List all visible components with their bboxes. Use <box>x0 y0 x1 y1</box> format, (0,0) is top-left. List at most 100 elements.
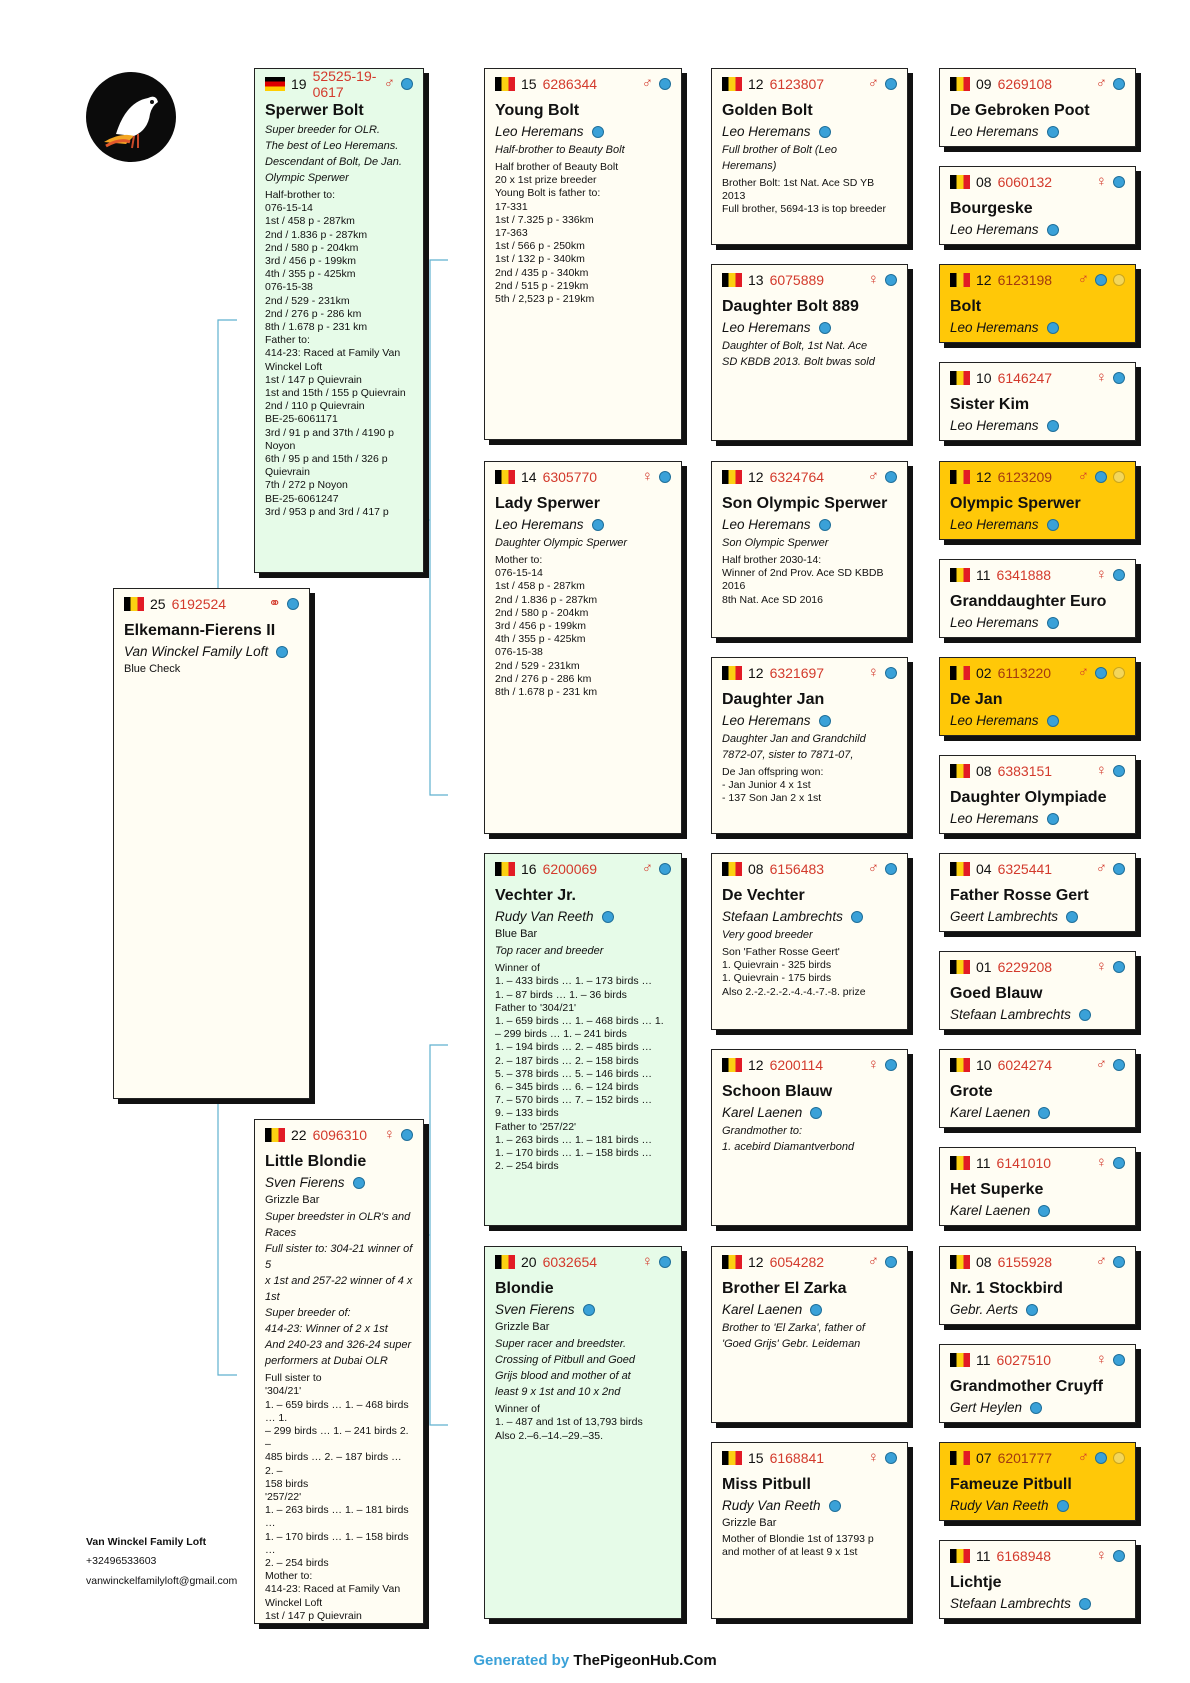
breeder-link-icon[interactable] <box>276 646 289 659</box>
breeder-name[interactable]: Leo Heremans <box>950 713 1039 728</box>
ring-number[interactable]: 6286344 <box>542 76 598 92</box>
ring-number[interactable]: 6054282 <box>769 1254 825 1270</box>
breeder-name[interactable]: Karel Laenen <box>722 1302 803 1317</box>
breeder-name[interactable]: Leo Heremans <box>722 713 811 728</box>
ring-number[interactable]: 6027510 <box>996 1352 1052 1368</box>
breeder-link-icon[interactable] <box>352 1177 365 1190</box>
footer-site-link[interactable]: ThePigeonHub.Com <box>573 1652 717 1669</box>
ring-number[interactable]: 6305770 <box>542 469 598 485</box>
ring-number[interactable]: 6341888 <box>996 567 1052 583</box>
breeder-link-icon[interactable] <box>1046 322 1059 335</box>
ring-number[interactable]: 52525-19-0617 <box>312 68 377 100</box>
ring-number[interactable]: 6383151 <box>997 763 1053 779</box>
pigeon-link-icon[interactable] <box>1095 471 1107 483</box>
breeder-link-icon[interactable] <box>1038 1107 1051 1120</box>
pigeon-link-icon[interactable] <box>1113 863 1125 875</box>
ring-number[interactable]: 6201777 <box>997 1450 1053 1466</box>
ring-number[interactable]: 6168841 <box>769 1450 825 1466</box>
pigeon-link-icon[interactable] <box>1095 274 1107 286</box>
breeder-link-icon[interactable] <box>1046 617 1059 630</box>
ring-number[interactable]: 6113220 <box>997 665 1052 681</box>
breeder-link-icon[interactable] <box>1046 715 1059 728</box>
pigeon-link-icon[interactable] <box>885 274 897 286</box>
breeder-link-icon[interactable] <box>1046 126 1059 139</box>
contact-phone[interactable]: +32496533603 <box>86 1555 157 1567</box>
pigeon-link-icon[interactable] <box>1095 1452 1107 1464</box>
ring-number[interactable]: 6321697 <box>769 665 825 681</box>
breeder-name[interactable]: Sven Fierens <box>495 1302 575 1317</box>
breeder-name[interactable]: Leo Heremans <box>950 320 1039 335</box>
breeder-link-icon[interactable] <box>810 1107 823 1120</box>
breeder-name[interactable]: Rudy Van Reeth <box>950 1498 1049 1513</box>
ring-number[interactable]: 6324764 <box>769 469 825 485</box>
breeder-name[interactable]: Leo Heremans <box>950 222 1039 237</box>
pigeon-link-icon[interactable] <box>1113 372 1125 384</box>
ring-number[interactable]: 6325441 <box>997 861 1053 877</box>
ring-number[interactable]: 6229208 <box>997 959 1053 975</box>
breeder-name[interactable]: Van Winckel Family Loft <box>124 644 269 659</box>
pigeon-link-icon[interactable] <box>659 863 671 875</box>
breeder-link-icon[interactable] <box>850 911 863 924</box>
breeder-name[interactable]: Leo Heremans <box>950 517 1039 532</box>
breeder-name[interactable]: Gebr. Aerts <box>950 1302 1019 1317</box>
breeder-name[interactable]: Gert Heylen <box>950 1400 1023 1415</box>
pigeon-link-icon[interactable] <box>401 78 413 90</box>
breeder-link-icon[interactable] <box>1046 813 1059 826</box>
ring-number[interactable]: 6060132 <box>997 174 1053 190</box>
breeder-link-icon[interactable] <box>818 126 831 139</box>
pigeon-link-icon[interactable] <box>885 1059 897 1071</box>
pigeon-link-icon[interactable] <box>1113 176 1125 188</box>
pigeon-link-icon[interactable] <box>659 1256 671 1268</box>
breeder-link-icon[interactable] <box>1026 1304 1039 1317</box>
pigeon-link-icon[interactable] <box>885 1256 897 1268</box>
breeder-name[interactable]: Rudy Van Reeth <box>495 909 594 924</box>
ring-number[interactable]: 6141010 <box>996 1155 1052 1171</box>
pigeon-link-icon[interactable] <box>1113 765 1125 777</box>
pigeon-link-icon[interactable] <box>1113 78 1125 90</box>
ring-number[interactable]: 6168948 <box>996 1548 1052 1564</box>
ring-number[interactable]: 6024274 <box>997 1057 1053 1073</box>
breeder-link-icon[interactable] <box>1046 519 1059 532</box>
breeder-name[interactable]: Rudy Van Reeth <box>722 1498 821 1513</box>
pigeon-link-icon[interactable] <box>1113 1059 1125 1071</box>
breeder-link-icon[interactable] <box>828 1500 841 1513</box>
pigeon-link-icon[interactable] <box>287 598 299 610</box>
breeder-link-icon[interactable] <box>818 322 831 335</box>
breeder-link-icon[interactable] <box>1038 1205 1051 1218</box>
breeder-link-icon[interactable] <box>1056 1500 1069 1513</box>
breeder-name[interactable]: Karel Laenen <box>950 1105 1031 1120</box>
breeder-name[interactable]: Geert Lambrechts <box>950 909 1059 924</box>
pigeon-link-icon[interactable] <box>885 1452 897 1464</box>
breeder-link-icon[interactable] <box>591 519 604 532</box>
pigeon-link-icon[interactable] <box>1113 1550 1125 1562</box>
breeder-name[interactable]: Leo Heremans <box>950 418 1039 433</box>
breeder-name[interactable]: Leo Heremans <box>722 517 811 532</box>
ring-number[interactable]: 6155928 <box>997 1254 1053 1270</box>
breeder-name[interactable]: Karel Laenen <box>722 1105 803 1120</box>
ring-number[interactable]: 6075889 <box>769 272 825 288</box>
ring-number[interactable]: 6123198 <box>997 272 1053 288</box>
pigeon-link-icon[interactable] <box>1113 1157 1125 1169</box>
